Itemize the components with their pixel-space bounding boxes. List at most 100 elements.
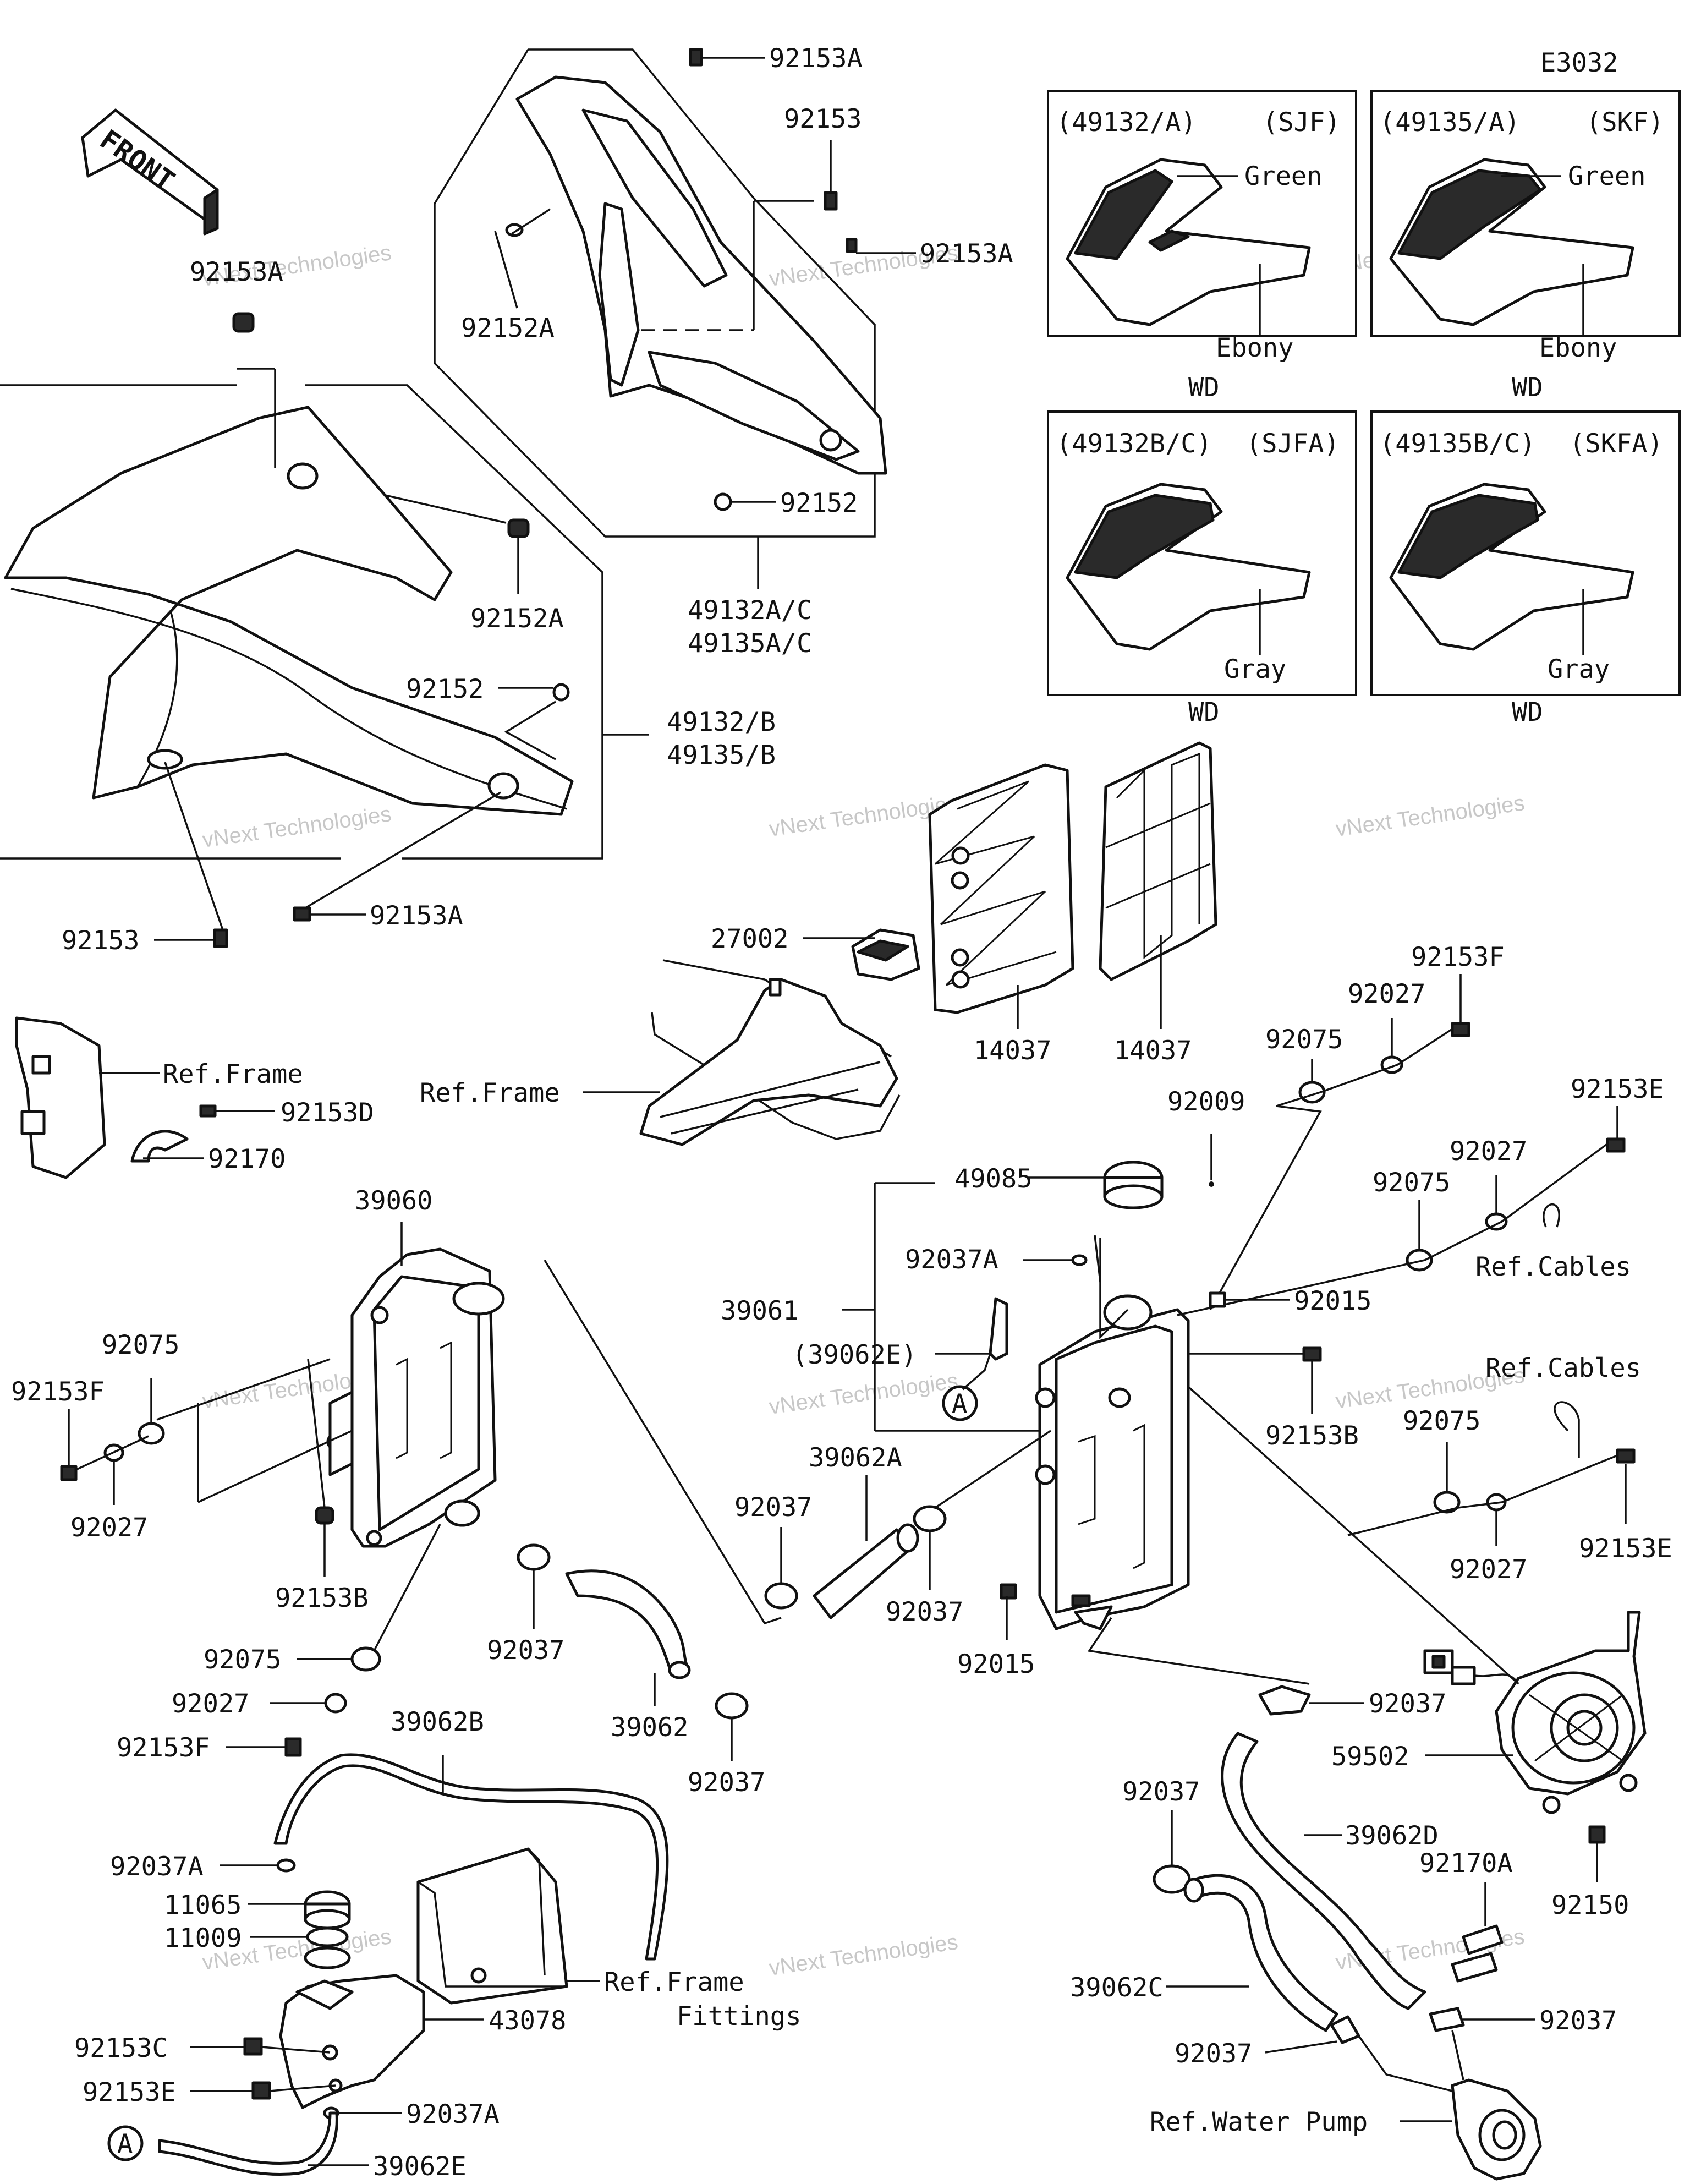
part-label-92153: 92153 (62, 926, 139, 956)
part-label-92037: 92037 (688, 1767, 765, 1798)
variant-footer: WD (1188, 697, 1220, 727)
part-label-92153A: 92153A (370, 901, 463, 931)
part-label-92153D: 92153D (281, 1098, 374, 1128)
bolt-icon (199, 1104, 217, 1118)
watermark-text: vNext Technologies (767, 1930, 959, 1980)
part-label-49135AC: 49135A/C (688, 628, 812, 659)
part-label-92152A: 92152A (461, 313, 555, 343)
hose-39062e (158, 2111, 338, 2176)
marker-a-label: A (952, 1389, 967, 1419)
part-label-49135B: 49135/B (667, 740, 776, 770)
reservoir-cap-icon (304, 1890, 351, 1969)
part-label-92027: 92027 (1450, 1554, 1527, 1585)
variant-color-code: (SKF) (1586, 107, 1664, 138)
ref-cables-label: Ref.Cables (1475, 1252, 1631, 1282)
part-label-39060: 39060 (355, 1186, 432, 1216)
watermark-text: vNext Technologies (1334, 791, 1526, 841)
part-label-49132AC: 49132A/C (688, 595, 812, 626)
nut-icon (315, 1506, 334, 1525)
marker-a (942, 1385, 978, 1421)
part-label-14037: 14037 (1114, 1036, 1192, 1066)
radiator-guard-left (928, 763, 1074, 1014)
part-label-92037A: 92037A (406, 2099, 500, 2130)
frame-bracket (639, 959, 901, 1146)
hose-clamp-icon (1258, 1685, 1311, 1716)
variant-box-3: (49132B/C) (SJFA) Gray WD (1047, 410, 1357, 727)
part-label-92037A: 92037A (905, 1245, 998, 1275)
hose-clamp-icon (517, 1505, 947, 1720)
reservoir-tank (279, 1974, 425, 2109)
part-label-92075: 92075 (204, 1645, 281, 1675)
part-label-92152A: 92152A (470, 604, 564, 634)
part-label-92153F: 92153F (11, 1377, 105, 1407)
part-label-92153: 92153 (784, 104, 862, 134)
part-label-59502: 59502 (1331, 1742, 1409, 1772)
part-label-92153A: 92153A (190, 257, 283, 287)
variant-color-code: (SJF) (1263, 107, 1340, 138)
part-label-11009: 11009 (164, 1923, 242, 1953)
hose-39062b (273, 1753, 669, 1961)
cable-clip-icon (1543, 1203, 1560, 1228)
shroud-thumbnail (1389, 483, 1634, 651)
variant-footer: WD (1512, 373, 1543, 403)
part-label-92015: 92015 (1294, 1286, 1371, 1316)
bolt-icon (60, 1465, 78, 1481)
hose-39062 (565, 1569, 691, 1679)
bolt-icon (1588, 1825, 1606, 1844)
part-label-92153A: 92153A (769, 43, 863, 74)
marker-a-label: A (117, 2129, 133, 2159)
part-label-92027: 92027 (70, 1513, 148, 1543)
variant-code: (49132/A) (1056, 107, 1197, 138)
bolt-icon (1209, 1181, 1214, 1187)
part-label-92037: 92037 (1175, 2039, 1252, 2069)
variant-footer: WD (1512, 697, 1543, 727)
watermark-text: vNext Technologies (767, 1369, 959, 1419)
part-label-92009: 92009 (1167, 1087, 1245, 1117)
part-label-39062E: (39062E) (792, 1340, 917, 1370)
part-label-92037: 92037 (734, 1492, 812, 1523)
part-label-92027: 92027 (1348, 979, 1425, 1009)
part-label-39062C: 39062C (1070, 1973, 1164, 2003)
cable-clip-icon (1554, 1401, 1580, 1458)
bolt-icon (251, 2081, 271, 2100)
variant-footer: WD (1188, 373, 1220, 403)
variant-box-4: (49135B/C) (SKFA) Gray WD (1370, 410, 1681, 727)
variant-code: (49135B/C) (1380, 429, 1535, 459)
ref-frame-fittings-label: Ref.Frame (604, 1967, 744, 1997)
watermark-text: vNext Technologies (201, 802, 393, 852)
part-label-92027: 92027 (1450, 1136, 1527, 1167)
grommet-icon (138, 1422, 165, 1445)
part-label-92037: 92037 (1122, 1777, 1200, 1807)
cooling-fan (1495, 1611, 1647, 1814)
part-label-92170: 92170 (208, 1144, 286, 1174)
part-label-49132B: 49132/B (667, 707, 776, 737)
variant-box-2: (49135/A) (SKF) Green Ebony WD (1370, 90, 1681, 403)
part-label-92153E: 92153E (1579, 1534, 1672, 1564)
shroud-thumbnail (1066, 158, 1311, 326)
rubber-mount-icon (851, 928, 920, 981)
part-label-92037: 92037 (487, 1635, 564, 1666)
variant-box-1: (49132/A) (SJF) Green Ebony WD (1047, 90, 1357, 403)
fan-connector-icon (1423, 1649, 1476, 1685)
bolt-icon (213, 906, 311, 948)
nut-icon (232, 312, 570, 702)
grommet-icon (350, 1646, 381, 1672)
variant-color: Green (1244, 161, 1322, 191)
part-label-49085: 49085 (954, 1164, 1032, 1194)
part-label-39062B: 39062B (391, 1707, 484, 1737)
part-label-39062: 39062 (611, 1712, 688, 1743)
radiator-left (326, 1247, 505, 1548)
radiator-shroud-upper (434, 48, 887, 538)
clip-band-icon (1451, 1924, 1504, 1983)
variant-color: Ebony (1216, 333, 1293, 363)
part-label-92075: 92075 (102, 1330, 179, 1360)
hose-39062c (1183, 1874, 1338, 2032)
variant-code: (49132B/C) (1056, 429, 1212, 459)
part-label-92153A: 92153A (920, 239, 1013, 269)
part-label-92075: 92075 (1373, 1168, 1450, 1198)
shroud-thumbnail (1066, 483, 1311, 651)
variant-color: Gray (1548, 654, 1610, 685)
frame-clip (15, 1016, 189, 1179)
ref-frame-label: Ref.Frame (420, 1078, 560, 1108)
hose-39062d (1221, 1732, 1426, 2010)
